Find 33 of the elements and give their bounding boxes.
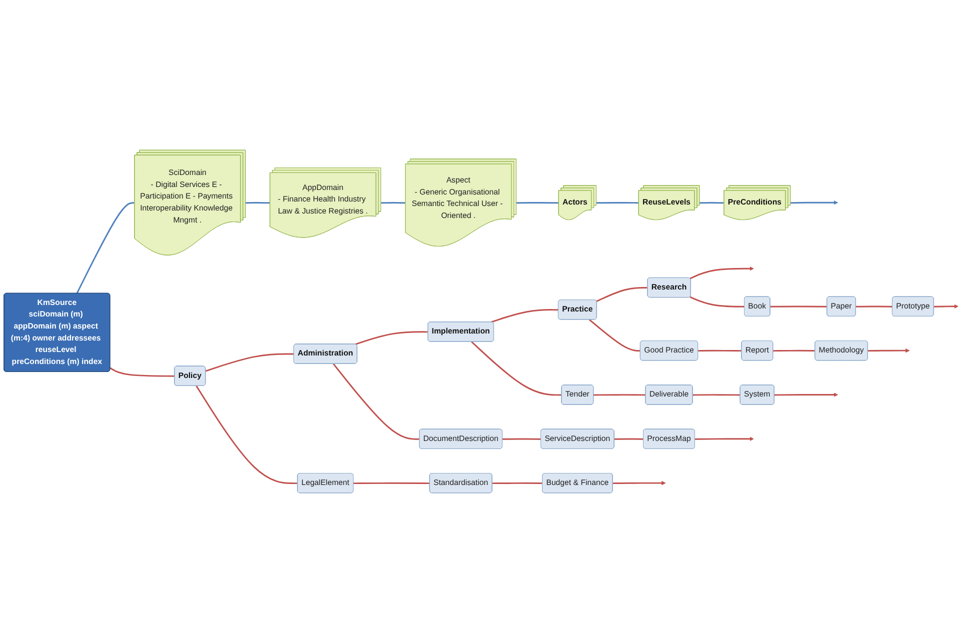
connector-line xyxy=(332,363,420,440)
connector-line xyxy=(516,202,559,204)
connector-line xyxy=(588,319,640,352)
connector-line xyxy=(490,309,558,323)
connector-line xyxy=(110,367,175,377)
arrow xyxy=(690,266,754,280)
connector-line xyxy=(700,202,724,204)
connector-line xyxy=(614,438,644,440)
connector-line xyxy=(594,394,646,396)
connector-line xyxy=(246,202,270,204)
connector-line xyxy=(856,306,892,308)
connector-line xyxy=(502,438,542,440)
arrow xyxy=(774,392,838,397)
connector-line xyxy=(471,341,562,396)
connector-line xyxy=(773,350,816,352)
connector-line xyxy=(381,202,406,204)
arrow xyxy=(934,304,958,309)
connector-line xyxy=(690,296,744,308)
connector-line xyxy=(205,353,294,372)
connector-line xyxy=(596,286,648,302)
connector-line xyxy=(354,482,430,484)
arrow xyxy=(868,348,910,353)
arrow xyxy=(694,436,754,442)
connector-line xyxy=(692,394,740,396)
connector-line xyxy=(492,482,543,484)
connector-line xyxy=(770,306,828,308)
connector-line xyxy=(596,202,639,204)
arrow xyxy=(612,480,666,486)
connector-line xyxy=(355,331,428,345)
arrow xyxy=(790,200,838,205)
connector-line xyxy=(76,202,135,294)
connector-line xyxy=(196,386,298,484)
connector-line xyxy=(698,350,742,352)
